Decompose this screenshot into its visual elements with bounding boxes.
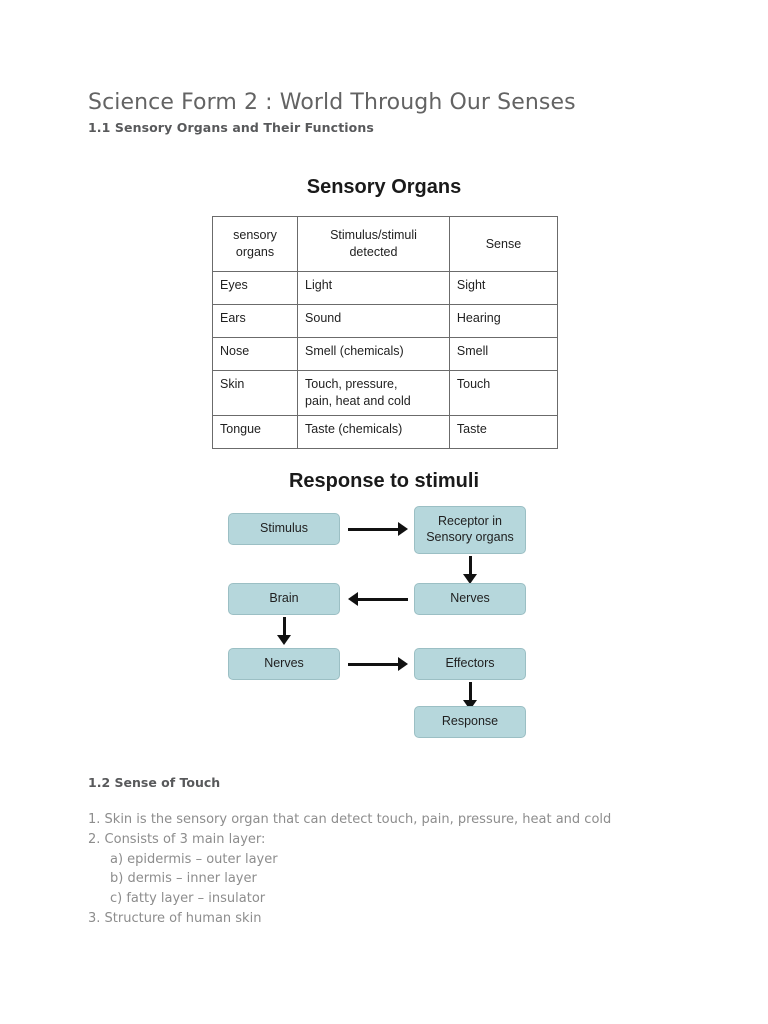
section-heading-1-2: 1.2 Sense of Touch: [88, 775, 221, 790]
cell-organ: Eyes: [211, 271, 299, 305]
note-line-1: 1. Skin is the sensory organ that can de…: [88, 812, 612, 827]
arrow-shaft: [357, 597, 408, 601]
arrow-shaft: [468, 682, 472, 701]
arrow-brain-to-nerves: [276, 617, 292, 645]
cell-stimulus-line-1: Taste (chemicals): [305, 421, 403, 436]
table-row: Skin Touch, pressure, pain, heat and col…: [211, 370, 559, 416]
note-line-2b: b) dermis – inner layer: [110, 871, 257, 887]
response-to-stimuli-flowchart: Stimulus Receptor in Sensory organs Brai…: [0, 500, 768, 750]
note-line-3: 3. Structure of human skin: [88, 910, 262, 926]
table-header-sensory-organs: sensory organs: [211, 216, 299, 272]
arrow-head: [348, 592, 358, 606]
table-header-stimulus: Stimulus/stimuli detected: [297, 216, 450, 272]
table-header-sense: Sense: [448, 216, 559, 272]
note-line-2c: c) fatty layer – insulator: [110, 891, 266, 906]
cell-sense: Taste: [448, 414, 559, 449]
flowchart-title: Response to stimuli: [288, 470, 480, 492]
cell-stimulus: Touch, pressure, pain, heat and cold: [297, 370, 450, 416]
cell-stimulus-line-1: Touch, pressure,: [305, 377, 398, 391]
arrow-head: [463, 574, 477, 584]
cell-organ: Ears: [211, 304, 299, 338]
cell-sense: Hearing: [448, 304, 559, 338]
arrow-nerves-to-brain: [348, 591, 408, 607]
arrow-head: [398, 522, 408, 536]
flow-box-receptor-line-1: Receptor in: [438, 514, 502, 529]
arrow-stimulus-to-receptor: [348, 521, 408, 537]
arrow-nerves-to-effectors: [348, 656, 408, 672]
cell-stimulus: Taste (chemicals): [297, 414, 450, 449]
arrow-effectors-to-response: [462, 682, 478, 710]
cell-stimulus-line-1: Light: [305, 278, 333, 292]
cell-stimulus: Smell (chemicals): [297, 337, 450, 371]
flow-box-nerves-lower: Nerves: [228, 648, 340, 680]
cell-stimulus-line-1: Smell (chemicals): [305, 344, 404, 358]
page-title: Science Form 2 : World Through Our Sense…: [88, 90, 576, 115]
cell-organ: Tongue: [211, 414, 299, 449]
arrow-head: [463, 700, 477, 710]
note-line-2: 2. Consists of 3 main layer:: [88, 831, 266, 847]
header-line-2: detected: [349, 245, 398, 259]
header-line-2: organs: [235, 245, 275, 259]
cell-sense: Sight: [448, 271, 559, 305]
cell-stimulus: Sound: [297, 304, 450, 338]
header-line-1: Stimulus/stimuli: [330, 228, 417, 243]
table-row: Tongue Taste (chemicals) Taste: [211, 414, 559, 449]
arrow-shaft: [348, 662, 399, 666]
flow-box-receptor: Receptor in Sensory organs: [414, 506, 526, 554]
arrow-receptor-to-nerves: [462, 556, 478, 584]
cell-organ: Skin: [211, 370, 299, 416]
cell-sense: Touch: [448, 370, 559, 416]
flow-box-response: Response: [414, 706, 526, 738]
flow-box-nerves-upper: Nerves: [414, 583, 526, 615]
cell-sense: Smell: [448, 337, 559, 371]
arrow-head: [398, 657, 408, 671]
arrow-head: [277, 635, 291, 645]
flow-box-receptor-line-2: Sensory organs: [426, 530, 514, 544]
cell-stimulus: Light: [297, 271, 450, 305]
cell-organ: Nose: [211, 337, 299, 371]
table-row: Ears Sound Hearing: [211, 304, 559, 338]
note-line-2a: a) epidermis – outer layer: [110, 851, 278, 867]
flow-box-effectors: Effectors: [414, 648, 526, 680]
sensory-organs-table: sensory organs Stimulus/stimuli detected…: [211, 216, 559, 449]
section-heading-1-1: 1.1 Sensory Organs and Their Functions: [88, 120, 374, 135]
table-row: Eyes Light Sight: [211, 271, 559, 305]
arrow-shaft: [348, 527, 399, 531]
arrow-shaft: [468, 556, 472, 575]
flow-box-brain: Brain: [228, 583, 340, 615]
header-line-1: sensory: [233, 228, 277, 243]
sense-of-touch-notes: 1. Skin is the sensory organ that can de…: [88, 810, 688, 929]
cell-stimulus-line-2: pain, heat and cold: [305, 393, 411, 408]
flow-box-stimulus: Stimulus: [228, 513, 340, 545]
table-row: Nose Smell (chemicals) Smell: [211, 337, 559, 371]
table-header-row: sensory organs Stimulus/stimuli detected…: [211, 216, 559, 272]
table-title: Sensory Organs: [306, 176, 462, 198]
arrow-shaft: [282, 617, 286, 636]
cell-stimulus-line-1: Sound: [305, 311, 342, 325]
